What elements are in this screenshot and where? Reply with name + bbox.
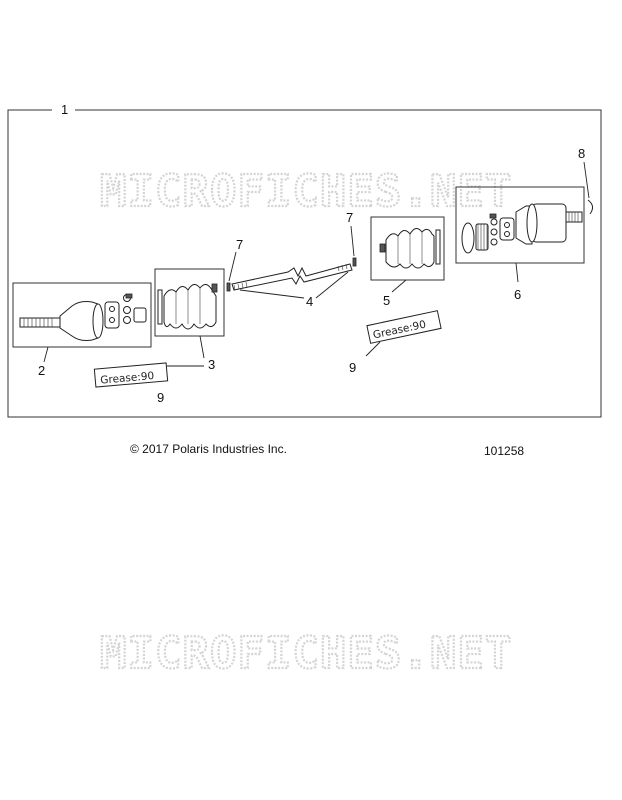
circlip-left [226,282,231,292]
callout-2: 2 [38,363,45,378]
watermark-bottom: MICROFICHES.NET [100,628,512,679]
grease-packet-left: Grease:90 [93,362,169,388]
callout-9-left: 9 [157,390,164,405]
diagram-number: 101258 [484,444,525,458]
callout-1: 1 [61,102,68,117]
assembly-frame [7,109,602,418]
cv-joint-inner-group [455,186,585,264]
cv-joint-outer-group [12,282,152,348]
callout-4: 4 [306,294,313,309]
grease-label-left: Grease:90 [100,370,155,387]
snap-ring [587,199,594,215]
callout-7-right: 7 [346,210,353,225]
boot-kit-right-group [370,216,445,281]
circlip-right [352,257,357,267]
callout-9-right: 9 [349,360,356,375]
callout-6: 6 [514,287,521,302]
axle-shaft [231,263,353,291]
grease-packet-right: Grease:90 [366,310,442,344]
copyright-text: © 2017 Polaris Industries Inc. [130,442,287,456]
callout-3: 3 [208,357,215,372]
watermark-top: MICROFICHES.NET [100,166,512,217]
callout-7-left: 7 [236,237,243,252]
callout-5: 5 [383,293,390,308]
callout-8: 8 [578,146,585,161]
boot-kit-left-group [154,268,225,337]
